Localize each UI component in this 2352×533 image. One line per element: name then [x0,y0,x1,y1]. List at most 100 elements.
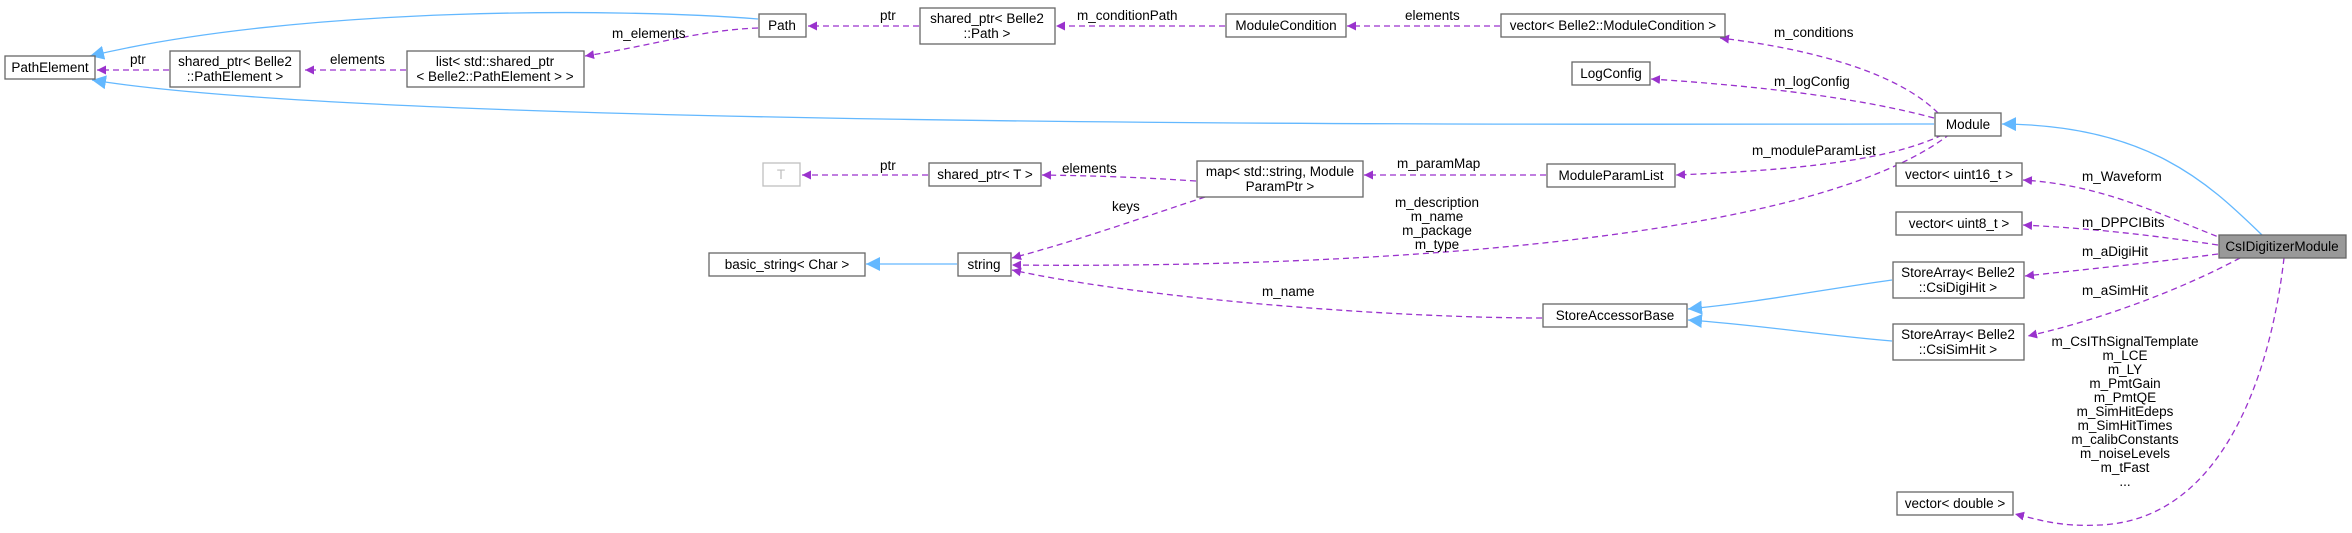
label-elements-t: elements [1062,161,1117,176]
edge-m-conditions [1719,34,1939,114]
edge-csidigitizer-inherits-module [2001,117,2263,236]
edge-m-asimhit [2027,257,2241,339]
label-m-parammap: m_paramMap [1397,156,1480,171]
edge-elements-t [1041,170,1197,182]
label-elements-list: elements [330,52,385,67]
label-double-member-9: m_noiseLevels [2080,446,2170,461]
label-double-member-11: ... [2119,474,2130,489]
label-double-member-10: m_tFast [2101,460,2150,475]
svg-text:vector< uint16_t >: vector< uint16_t > [1905,167,2013,182]
node-shared-ptr-t[interactable]: shared_ptr< T > [928,162,1042,187]
node-string[interactable]: string [957,252,1012,277]
edge-m-dppcibits [2022,220,2219,246]
edge-m-adigihit [2024,253,2219,280]
label-double-members: m_CsIThSignalTemplate m_LCE m_LY m_PmtGa… [2051,334,2198,489]
svg-text:ModuleParamList: ModuleParamList [1558,168,1663,183]
svg-text:list< std::shared_ptr: list< std::shared_ptr [436,54,555,69]
label-double-member-7: m_SimHitTimes [2078,418,2173,433]
label-double-member-8: m_calibConstants [2071,432,2179,447]
edge-path-inherits-pathelement [89,11,759,60]
svg-text:vector< Belle2::ModuleConditio: vector< Belle2::ModuleCondition > [1510,18,1716,33]
node-storearray-simhit[interactable]: StoreArray< Belle2 ::CsiSimHit > [1892,323,2025,361]
edge-simhit-inherits-storeaccessor [1687,313,1893,342]
label-m-conditionpath: m_conditionPath [1077,8,1178,23]
edge-m-logconfig [1650,75,1935,119]
label-module-string-2: m_name [1411,209,1464,224]
edge-m-name-store [1011,267,1543,319]
label-m-waveform: m_Waveform [2082,169,2162,184]
svg-text:::PathElement >: ::PathElement > [187,69,284,84]
svg-text:PathElement: PathElement [11,60,89,75]
svg-text:string: string [967,257,1000,272]
node-vector-uint16[interactable]: vector< uint16_t > [1895,162,2023,187]
edge-module-inherits-pathelement [91,75,1935,125]
node-moduleparamlist[interactable]: ModuleParamList [1546,163,1676,188]
svg-text:vector< double >: vector< double > [1905,496,2006,511]
node-logconfig[interactable]: LogConfig [1571,61,1651,86]
label-double-member-5: m_PmtQE [2094,390,2156,405]
label-module-string-1: m_description [1395,195,1479,210]
node-shared-ptr-path[interactable]: shared_ptr< Belle2 ::Path > [919,7,1056,45]
label-m-logconfig: m_logConfig [1774,74,1850,89]
svg-text:ParamPtr >: ParamPtr > [1246,179,1315,194]
label-double-member-6: m_SimHitEdeps [2077,404,2174,419]
svg-text:StoreAccessorBase: StoreAccessorBase [1556,308,1675,323]
node-modulecondition[interactable]: ModuleCondition [1225,13,1347,38]
label-m-conditions: m_conditions [1774,25,1854,40]
edge-double-members [2014,257,2285,526]
node-storearray-digihit[interactable]: StoreArray< Belle2 ::CsiDigiHit > [1892,261,2025,299]
svg-text:map< std::string, Module: map< std::string, Module [1206,164,1354,179]
svg-text:Module: Module [1946,117,1990,132]
node-pathelement[interactable]: PathElement [4,55,96,80]
label-module-string-3: m_package [1402,223,1472,238]
svg-text:ModuleCondition: ModuleCondition [1235,18,1336,33]
edge-keys [1011,196,1206,261]
edges [89,11,2285,526]
label-module-string-4: m_type [1415,237,1459,252]
label-double-member-1: m_CsIThSignalTemplate [2051,334,2198,349]
label-m-name-store: m_name [1262,284,1315,299]
svg-text:StoreArray< Belle2: StoreArray< Belle2 [1901,327,2015,342]
label-ptr-t: ptr [880,158,896,173]
label-m-asimhit: m_aSimHit [2082,283,2148,298]
svg-text:StoreArray< Belle2: StoreArray< Belle2 [1901,265,2015,280]
edge-m-moduleparamlist [1675,134,1943,180]
svg-text:LogConfig: LogConfig [1580,66,1642,81]
label-elements-conditions: elements [1405,8,1460,23]
svg-text:CsIDigitizerModule: CsIDigitizerModule [2225,239,2338,254]
node-list-shared-ptr[interactable]: list< std::shared_ptr < Belle2::PathElem… [406,50,585,88]
edge-module-strings [1011,133,1951,270]
node-csidigitizermodule[interactable]: CsIDigitizerModule [2218,234,2347,259]
svg-text:basic_string< Char >: basic_string< Char > [725,257,850,272]
label-ptr-pathelement: ptr [130,52,146,67]
node-shared-ptr-pathelement[interactable]: shared_ptr< Belle2 ::PathElement > [169,50,301,88]
node-storeaccessorbase[interactable]: StoreAccessorBase [1542,303,1688,328]
node-vector-uint8[interactable]: vector< uint8_t > [1895,211,2023,236]
node-basic-string[interactable]: basic_string< Char > [708,252,866,277]
edge-m-elements [584,27,759,60]
label-m-dppcibits: m_DPPCIBits [2082,215,2165,230]
svg-text:shared_ptr< Belle2: shared_ptr< Belle2 [178,54,292,69]
node-vector-modulecondition[interactable]: vector< Belle2::ModuleCondition > [1500,13,1726,38]
node-module[interactable]: Module [1934,112,2002,137]
nodes: PathElement shared_ptr< Belle2 ::PathEle… [4,7,2347,516]
label-m-adigihit: m_aDigiHit [2082,244,2148,259]
svg-text:::Path >: ::Path > [964,26,1011,41]
edge-digihit-inherits-storeaccessor [1687,279,1893,315]
svg-text:< Belle2::PathElement > >: < Belle2::PathElement > > [416,69,573,84]
svg-text:vector< uint8_t >: vector< uint8_t > [1909,216,2010,231]
svg-text:shared_ptr< T >: shared_ptr< T > [937,167,1033,182]
svg-text:Path: Path [768,18,796,33]
label-ptr-path: ptr [880,8,896,23]
node-t[interactable]: T [762,162,801,187]
node-map-string-param[interactable]: map< std::string, Module ParamPtr > [1196,160,1364,198]
edge-m-waveform [2022,176,2227,241]
edge-labels: ptr m_elements elements ptr m_conditionP… [130,8,2199,489]
svg-text:T: T [777,167,785,182]
node-path[interactable]: Path [758,13,807,38]
node-vector-double[interactable]: vector< double > [1896,491,2014,516]
label-m-moduleparamlist: m_moduleParamList [1752,143,1876,158]
label-double-member-3: m_LY [2108,362,2142,377]
label-double-member-4: m_PmtGain [2089,376,2160,391]
